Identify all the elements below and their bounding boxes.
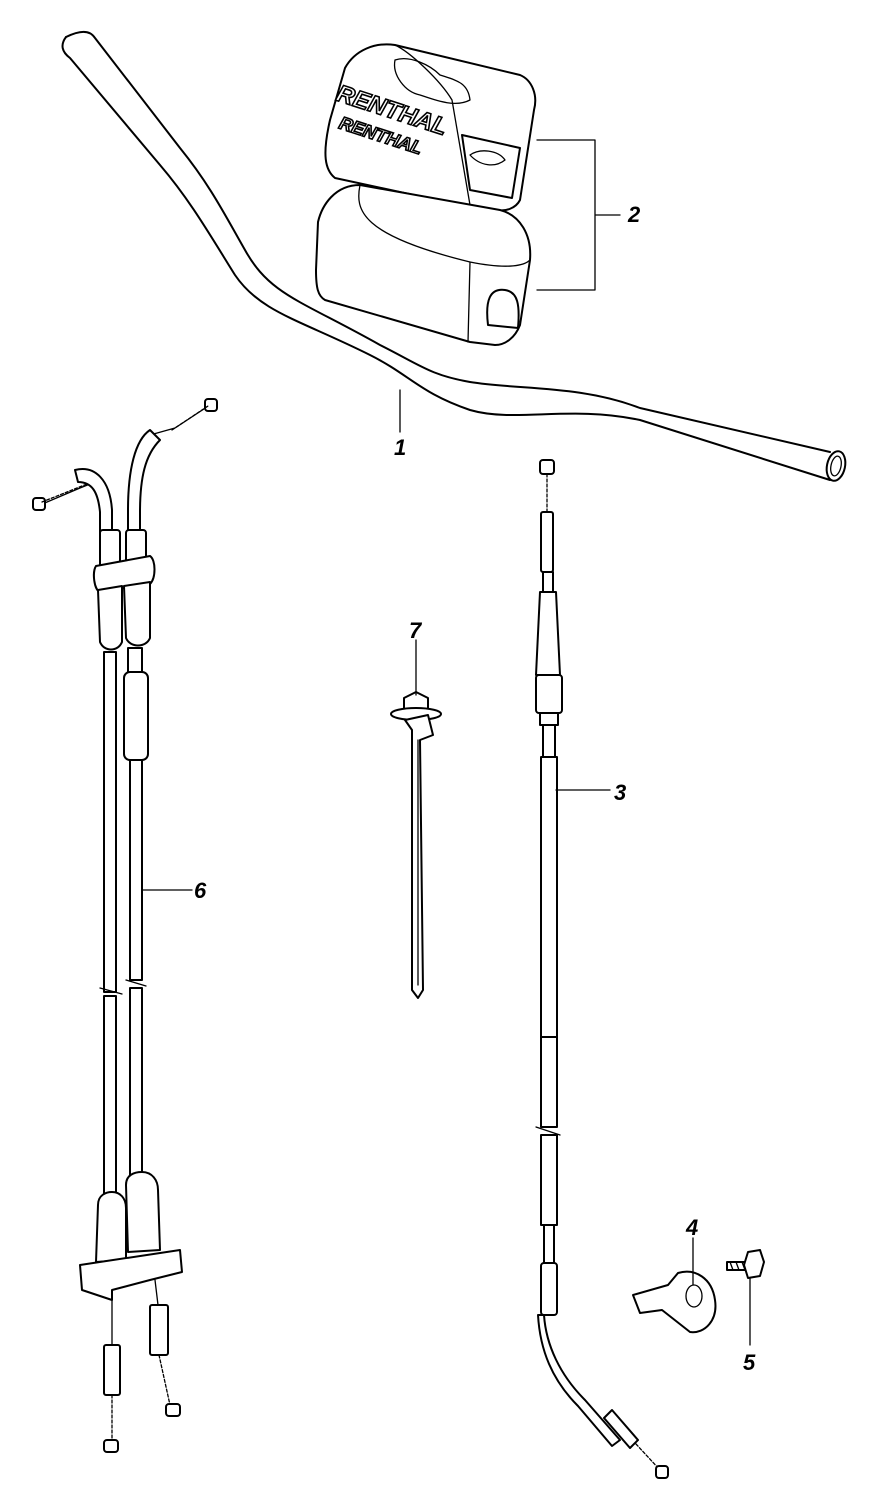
cable-tie[interactable] <box>390 691 442 999</box>
callout-2: 2 <box>627 202 641 227</box>
clutch-cable[interactable] <box>535 459 669 1479</box>
pad-bottom-half <box>315 184 532 346</box>
pad-top-half: RENTHAL RENTHAL <box>324 43 537 212</box>
handlebar-pad[interactable]: RENTHAL RENTHAL <box>315 43 621 346</box>
throttle-cable[interactable] <box>32 398 218 1453</box>
callout-1: 1 <box>394 435 406 460</box>
bolt[interactable] <box>726 1249 765 1279</box>
callout-7: 7 <box>409 618 423 643</box>
handlebar[interactable] <box>61 30 848 483</box>
leader-lines <box>141 389 751 1346</box>
callout-5: 5 <box>743 1350 756 1375</box>
pad-bracket <box>536 139 621 291</box>
callout-3: 3 <box>614 780 626 805</box>
callout-4: 4 <box>685 1215 698 1240</box>
callout-6: 6 <box>194 878 207 903</box>
cable-clamp[interactable] <box>632 1270 717 1334</box>
